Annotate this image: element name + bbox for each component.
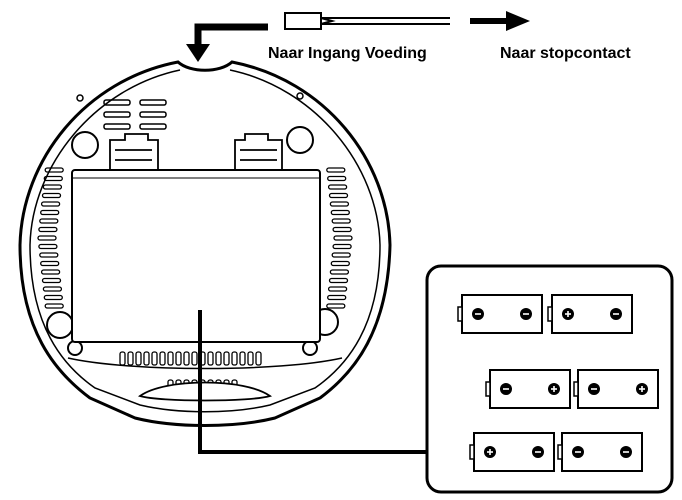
battery-1 (457, 294, 543, 334)
battery-6 (557, 432, 643, 472)
top-vents (103, 99, 167, 130)
battery-terminal (469, 444, 475, 460)
battery-3 (485, 369, 571, 409)
battery-2 (547, 294, 633, 334)
callout-line (198, 310, 430, 454)
battery-5 (469, 432, 555, 472)
power-input-arrow-icon (194, 23, 268, 48)
battery-4 (573, 369, 659, 409)
power-input-arrow-head (186, 44, 210, 62)
device-bottom (18, 60, 392, 427)
battery-group (457, 294, 659, 472)
battery-terminal (557, 444, 563, 460)
power-input-label: Naar Ingang Voeding (268, 45, 427, 62)
battery-terminal (457, 306, 463, 322)
battery-terminal (573, 381, 579, 397)
device-inner-rim (29, 69, 381, 413)
outlet-arrow-icon (506, 11, 530, 31)
battery-terminal (547, 306, 553, 322)
mount-hole-top-right (286, 126, 314, 154)
side-vents-left (37, 167, 64, 309)
phone-jacks (109, 133, 283, 175)
wall-outlet-label: Naar stopcontact (500, 45, 631, 62)
front-grip (137, 381, 273, 402)
plug-cable (320, 17, 450, 25)
battery-terminal (485, 381, 491, 397)
plug-body (284, 12, 322, 30)
mount-hole-top-left (71, 131, 99, 159)
battery-cover (71, 169, 321, 343)
device-front-base (67, 357, 343, 370)
side-vents-right (326, 167, 353, 309)
